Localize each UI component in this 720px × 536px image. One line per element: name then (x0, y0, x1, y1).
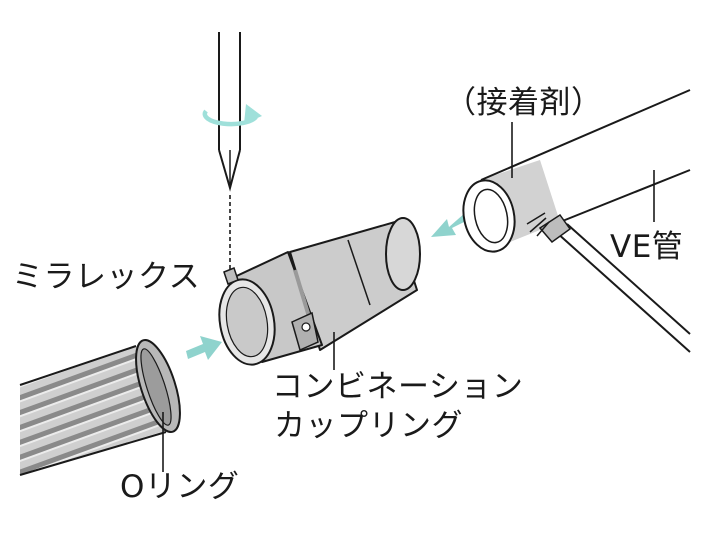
o-ring-label: Oリング (120, 469, 240, 505)
combination-coupling (218, 217, 421, 366)
o-ring (135, 339, 181, 433)
coupling-label-line2: カップリング (274, 408, 463, 444)
coupling-label-line1: コンビネーション (272, 369, 524, 405)
ve-pipe-label: VE管 (610, 229, 684, 265)
leader-lines (162, 122, 655, 472)
screwdriver (218, 32, 241, 272)
rotate-arrow-icon (202, 104, 262, 127)
insert-arrow-left-icon (186, 336, 222, 360)
mirarex-hose (19, 345, 168, 476)
mirarex-label: ミラレックス (12, 259, 201, 295)
adhesive-applicator (526, 212, 691, 353)
insert-arrow-right-icon (431, 213, 468, 237)
adhesive-label: （接着剤） (445, 85, 603, 121)
